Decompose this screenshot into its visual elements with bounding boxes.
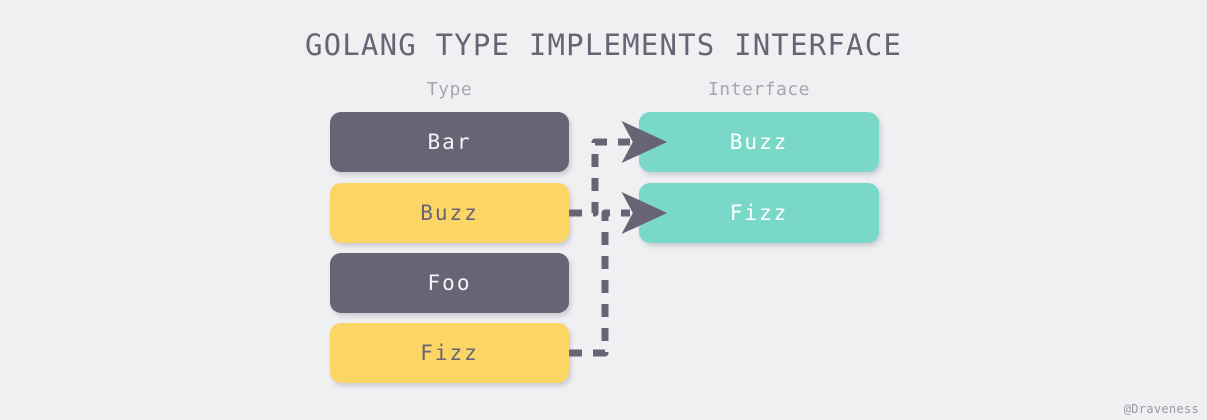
type-node-foo-label: Foo — [427, 271, 472, 295]
type-node-buzz-label: Buzz — [420, 201, 479, 225]
column-header-interface: Interface — [707, 79, 811, 100]
interface-node-buzz-label: Buzz — [729, 130, 789, 154]
interface-node-fizz[interactable]: Fizz — [639, 183, 879, 243]
watermark: @Draveness — [1123, 402, 1199, 416]
interface-node-buzz[interactable]: Buzz — [639, 112, 879, 172]
type-node-bar[interactable]: Bar — [330, 112, 569, 172]
type-node-buzz[interactable]: Buzz — [330, 183, 569, 243]
column-header-type: Type — [426, 79, 473, 100]
connector-buzz-to-buzz — [569, 121, 668, 217]
interface-node-fizz-label: Fizz — [729, 201, 789, 225]
type-node-foo[interactable]: Foo — [330, 253, 569, 313]
page-title: GOLANG TYPE IMPLEMENTS INTERFACE — [304, 28, 903, 62]
type-node-fizz-label: Fizz — [420, 341, 479, 365]
type-node-bar-label: Bar — [427, 130, 472, 154]
connector-fizz-to-fizz — [569, 192, 668, 357]
type-node-fizz[interactable]: Fizz — [330, 323, 569, 383]
